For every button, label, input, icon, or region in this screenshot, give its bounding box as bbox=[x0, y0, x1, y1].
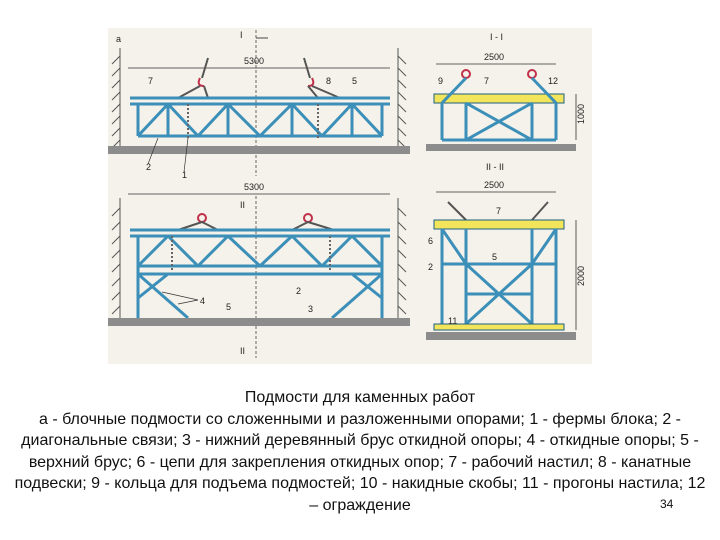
section-i-i-height: 1000 bbox=[576, 104, 586, 124]
wall-left-b bbox=[111, 198, 121, 320]
label-5-a: 5 bbox=[352, 76, 357, 86]
caption-body: а - блочные подмости со сложенными и раз… bbox=[14, 410, 706, 514]
chains-b bbox=[171, 236, 331, 272]
caption-title: Подмости для каменных работ bbox=[244, 389, 476, 406]
crane-hook-a1 bbox=[177, 57, 209, 99]
section-mark-ii-top: II bbox=[240, 200, 245, 210]
crane-hook-a2 bbox=[303, 57, 341, 99]
section-ii-ii-height: 2000 bbox=[576, 266, 586, 286]
section-ii-ii-title: II - II bbox=[486, 162, 504, 172]
label-7-s2: 7 bbox=[496, 206, 501, 216]
span-dimension-b: 5300 bbox=[244, 182, 264, 192]
figure-caption: Подмости для каменных работ а - блочные … bbox=[14, 387, 706, 516]
base-beam-s2 bbox=[433, 323, 565, 331]
section-mark-i: I bbox=[240, 30, 243, 40]
label-2-b: 2 bbox=[296, 286, 301, 296]
panel-a: а I 5300 bbox=[108, 30, 410, 180]
section-ii-ii-width: 2500 bbox=[484, 180, 504, 190]
truss-b bbox=[130, 228, 390, 320]
slings-s2 bbox=[447, 201, 549, 221]
label-6-s2: 6 bbox=[428, 236, 433, 246]
label-2-s2: 2 bbox=[428, 262, 433, 272]
section-i-i: I - I 2500 1000 9 7 12 bbox=[426, 32, 586, 151]
ground-s2 bbox=[426, 332, 576, 340]
lift-ring-s1-left bbox=[461, 69, 471, 79]
section-i-i-title: I - I bbox=[490, 32, 503, 42]
frame-s2 bbox=[440, 228, 558, 326]
wall-right-a bbox=[397, 48, 407, 149]
wall-left-a bbox=[111, 48, 121, 149]
deck-s2 bbox=[433, 219, 565, 230]
label-5-s2: 5 bbox=[492, 252, 497, 262]
lift-ring-b2 bbox=[303, 213, 313, 223]
label-2-a: 2 bbox=[146, 162, 151, 172]
wall-right-b bbox=[397, 198, 407, 320]
label-8-a: 8 bbox=[326, 76, 331, 86]
page-number: 34 bbox=[660, 497, 674, 511]
lift-ring-b1 bbox=[197, 213, 207, 223]
label-7-s1: 7 bbox=[484, 76, 489, 86]
label-11-s2: 11 bbox=[448, 316, 457, 326]
ground-b bbox=[108, 318, 410, 326]
section-i-i-width: 2500 bbox=[484, 52, 504, 62]
label-1-a: 1 bbox=[182, 170, 187, 180]
span-dimension-a: 5300 bbox=[244, 56, 264, 66]
ground-a bbox=[108, 146, 410, 154]
ground-s1 bbox=[426, 144, 576, 151]
label-5-b: 5 bbox=[226, 302, 231, 312]
panel-b: II II 5300 4 bbox=[108, 182, 410, 358]
scaffold-figure: а I 5300 bbox=[108, 28, 592, 364]
chains-a bbox=[187, 104, 319, 140]
lift-ring-s1-right bbox=[527, 69, 537, 79]
label-7-a: 7 bbox=[148, 76, 153, 86]
section-mark-ii-bottom: II bbox=[240, 346, 245, 356]
deck-s1 bbox=[433, 93, 565, 104]
scaffold-drawing: а I 5300 bbox=[108, 30, 586, 358]
truss-a bbox=[130, 96, 390, 138]
label-12-s1: 12 bbox=[548, 76, 558, 86]
label-4-b: 4 bbox=[200, 296, 205, 306]
panel-letter: а bbox=[116, 34, 121, 44]
label-9-s1: 9 bbox=[438, 76, 443, 86]
frame-s1 bbox=[440, 76, 558, 142]
label-3-b: 3 bbox=[308, 304, 313, 314]
section-ii-ii: II - II 2500 2000 7 6 5 2 11 bbox=[426, 162, 586, 340]
